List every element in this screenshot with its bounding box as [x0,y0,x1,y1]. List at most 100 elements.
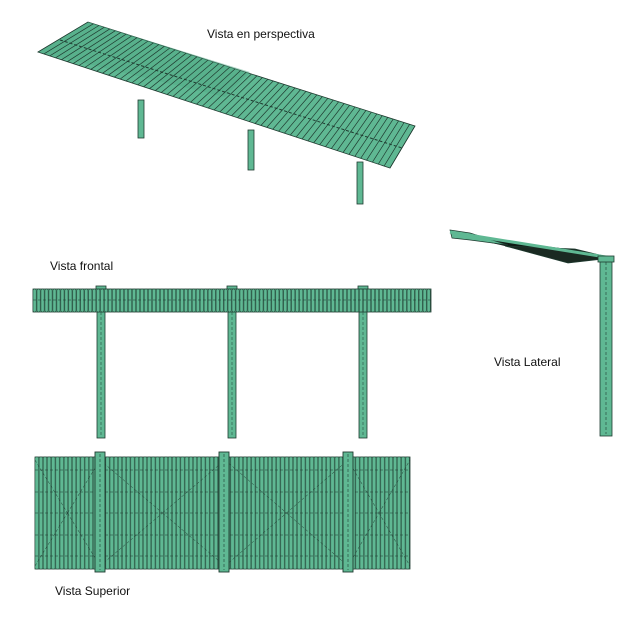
front-slat [382,288,387,313]
front-slat [44,288,49,313]
perspective-slat [61,28,110,60]
front-slat [410,288,415,313]
front-column [96,293,106,439]
front-slat [271,288,276,313]
perspective-slat [125,47,171,82]
perspective-slat [313,103,345,144]
front-slat [128,288,132,313]
front-slat [394,288,399,313]
perspective-slats [37,21,416,169]
front-slat [168,288,172,313]
perspective-slat [278,92,312,132]
perspective-slat [219,75,258,113]
perspective-slat [389,125,416,169]
top-brace [162,459,226,514]
top-brace [286,459,349,514]
front-slat [414,288,419,313]
front-column [358,293,368,439]
front-slat [223,288,228,313]
perspective-slat [202,70,241,107]
perspective-slat [84,35,132,68]
perspective-view-label: Vista en perspectiva [207,27,315,41]
front-slat [339,288,343,313]
lateral-roof-edge [449,230,613,260]
front-slat [160,288,164,313]
front-slat [283,288,288,313]
front-slat [398,288,403,313]
front-slat [180,288,184,313]
front-slat [172,288,176,313]
front-slat [363,288,367,313]
front-slat [390,288,395,313]
front-slat [291,288,296,313]
front-slat [56,288,61,313]
perspective-slat [231,78,269,117]
perspective-columns [137,99,364,205]
perspective-slat [49,25,100,57]
perspective-slat [378,122,405,165]
front-slat [231,288,236,313]
perspective-slat [248,84,285,122]
front-slat [263,288,268,313]
front-slat [259,288,264,313]
front-slat [187,288,192,313]
perspective-slat [319,104,350,146]
front-slat [319,288,323,313]
front-slat [124,288,128,313]
perspective-slat [190,66,230,103]
front-slat [402,288,407,313]
front-slat [379,288,383,313]
perspective-slat [184,65,225,101]
perspective-slat [366,118,394,161]
perspective-slat [196,68,236,105]
perspective-slat [37,21,89,53]
front-slat [307,288,312,313]
front-slat [247,288,252,313]
perspective-slat [55,26,105,59]
front-slat [48,288,53,313]
front-slat [311,288,316,313]
front-slat [239,288,244,313]
perspective-slat [254,85,290,124]
front-slat [112,288,117,313]
front-slat [36,288,41,313]
perspective-slat [73,32,121,64]
perspective-slat [243,82,280,120]
top-view-label: Vista Superior [55,584,131,598]
front-slat [418,288,423,313]
lateral-view-label: Vista Lateral [494,355,561,369]
front-slat [152,288,156,313]
lateral-view [449,229,615,437]
perspective-slat [342,111,372,153]
front-slat [299,288,304,313]
front-slat [68,288,73,313]
perspective-slat [295,98,329,138]
perspective-slat [172,61,214,97]
perspective-slat [96,39,143,72]
front-slat [60,288,65,313]
front-slat [195,288,200,313]
front-slat [406,288,411,313]
front-slat [315,288,320,313]
front-slat [199,288,204,313]
front-slats [32,288,431,313]
front-slat [76,288,81,313]
perspective-slat [114,44,160,78]
perspective-slat [67,30,116,62]
front-slat [367,288,371,313]
front-slat [255,288,260,313]
front-slat [235,288,240,313]
perspective-slat [301,99,334,140]
front-slat [386,288,391,313]
front-slat [215,288,220,313]
perspective-slat [213,73,252,111]
front-slat [279,288,284,313]
perspective-view [37,21,416,205]
front-slat [32,288,37,313]
front-slat [211,288,216,313]
top-brace [162,512,226,567]
perspective-slat [272,91,307,130]
perspective-slat [284,94,318,134]
front-slat [96,288,101,313]
perspective-slat [137,51,181,86]
